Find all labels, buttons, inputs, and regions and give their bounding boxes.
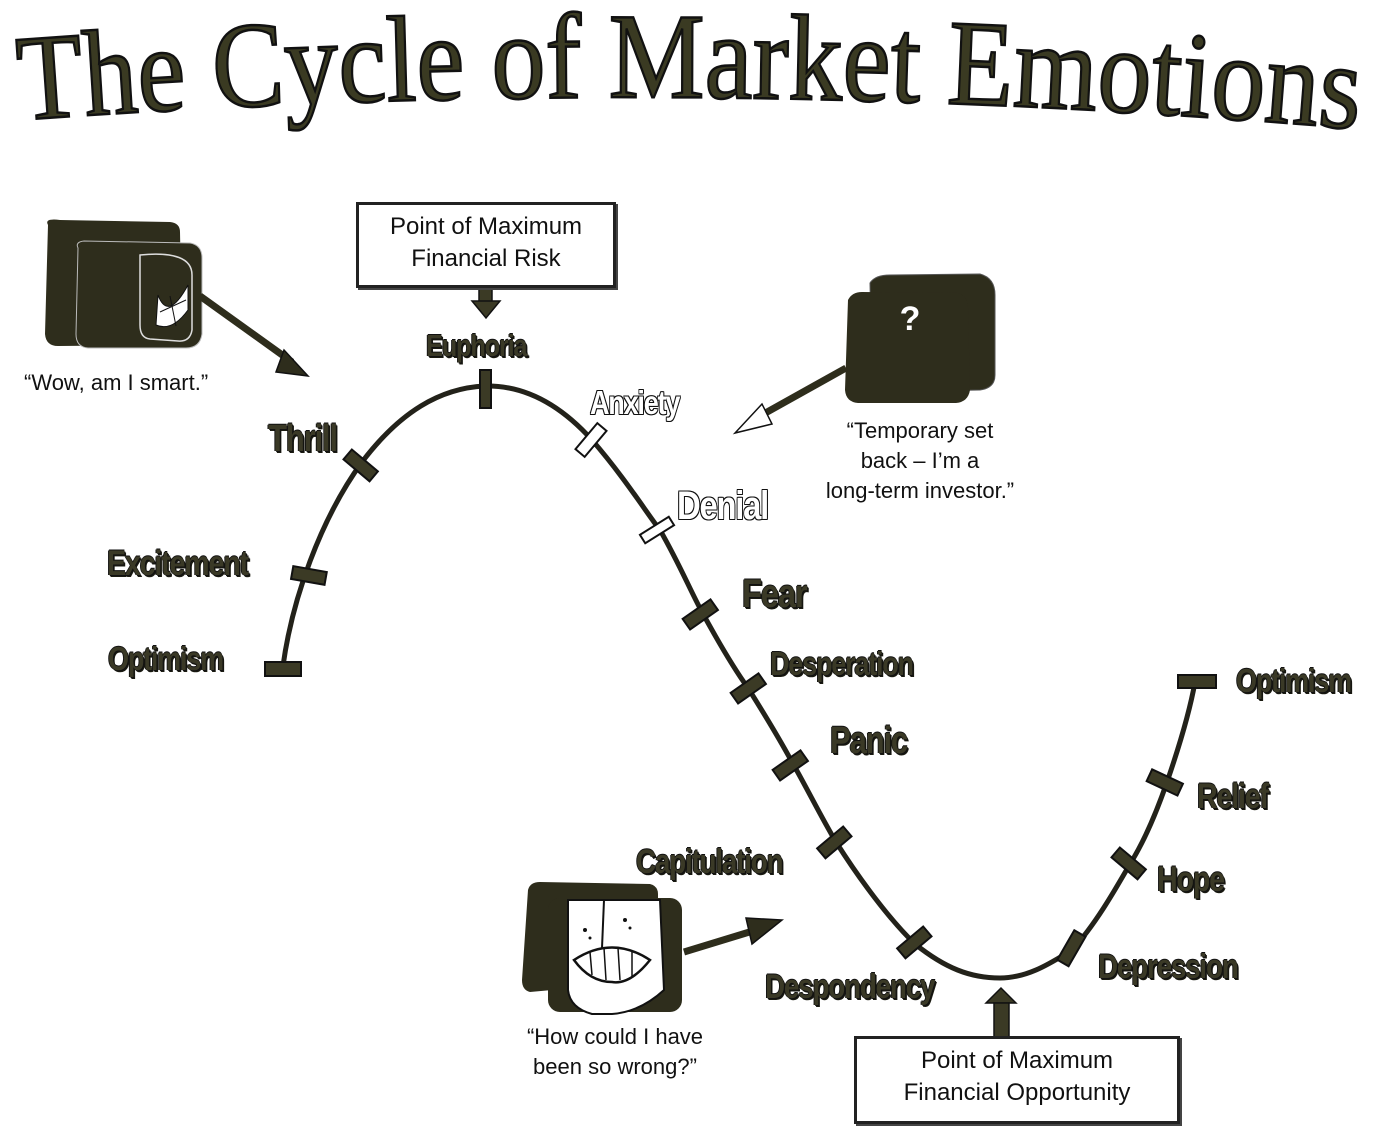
tick-optimism-end: [1177, 674, 1217, 689]
anxiety-quote-line1: “Temporary set: [846, 418, 994, 443]
anxiety-quote-line3: long-term investor.”: [825, 478, 1015, 503]
tick-denial: [638, 515, 676, 545]
stage-label-despondency: Despondency: [765, 968, 936, 1006]
stage-label-anxiety: Anxiety: [590, 384, 680, 421]
tick-optimism-start: [264, 661, 302, 677]
stage-label-fear: Fear: [742, 572, 808, 616]
question-mark-glyph: ?: [900, 300, 921, 338]
grimacing-face-icon: [522, 882, 785, 1015]
grinning-face-icon: [45, 219, 310, 377]
tick-capitulation: [815, 825, 853, 860]
anxiety-quote-line2: back – I’m a: [860, 448, 980, 473]
tick-desperation: [729, 671, 768, 705]
stage-label-panic: Panic: [830, 720, 908, 762]
max-risk-line1: Point of Maximum: [389, 213, 583, 240]
stage-label-thrill: Thrill: [268, 418, 338, 460]
tick-depression: [1055, 928, 1087, 968]
stage-label-optimism-end: Optimism: [1236, 662, 1352, 699]
max-opportunity-callout: Point of Maximum Financial Opportunity: [854, 1036, 1180, 1124]
capitulation-quote-line1: “How could I have: [526, 1024, 704, 1049]
anxiety-quote: “Temporary set back – I’m a long-term in…: [800, 416, 1040, 506]
capitulation-quote: “How could I have been so wrong?”: [500, 1022, 730, 1082]
stage-label-relief: Relief: [1197, 777, 1269, 816]
stage-label-optimism-start: Optimism: [108, 640, 224, 677]
tick-euphoria: [479, 369, 492, 409]
page-title: The Cycle of Market Emotions: [12, 0, 1367, 156]
emotion-curve: [280, 383, 1198, 981]
arrow-down-icon: [470, 285, 502, 320]
max-opportunity-line1: Point of Maximum: [920, 1047, 1114, 1074]
tick-excitement: [289, 564, 328, 587]
question-mark-face-icon: ?: [732, 273, 996, 435]
stage-label-capitulation: Capitulation: [636, 843, 784, 881]
capitulation-quote-line2: been so wrong?”: [533, 1054, 697, 1079]
stage-label-euphoria: Euphoria: [426, 328, 528, 363]
euphoria-quote: “Wow, am I smart.”: [24, 370, 209, 395]
tick-thrill: [342, 448, 380, 483]
stage-label-excitement: Excitement: [107, 544, 249, 583]
tick-despondency: [895, 925, 933, 960]
tick-fear: [681, 597, 720, 631]
stage-label-depression: Depression: [1098, 948, 1239, 986]
arrow-up-icon: [984, 986, 1018, 1038]
title-text: The Cycle of Market Emotions: [11, 0, 1369, 157]
stage-label-denial: Denial: [677, 484, 769, 528]
stage-label-hope: Hope: [1157, 860, 1225, 899]
tick-relief: [1145, 768, 1185, 797]
max-risk-callout: Point of Maximum Financial Risk: [356, 202, 616, 288]
max-opportunity-line2: Financial Opportunity: [903, 1079, 1131, 1106]
tick-hope: [1110, 846, 1148, 881]
tick-panic: [771, 748, 810, 782]
stage-label-desperation: Desperation: [770, 645, 914, 682]
max-risk-line2: Financial Risk: [411, 245, 561, 272]
title-graphic: The Cycle of Market Emotions: [11, 0, 1369, 157]
tick-anxiety: [574, 421, 608, 459]
